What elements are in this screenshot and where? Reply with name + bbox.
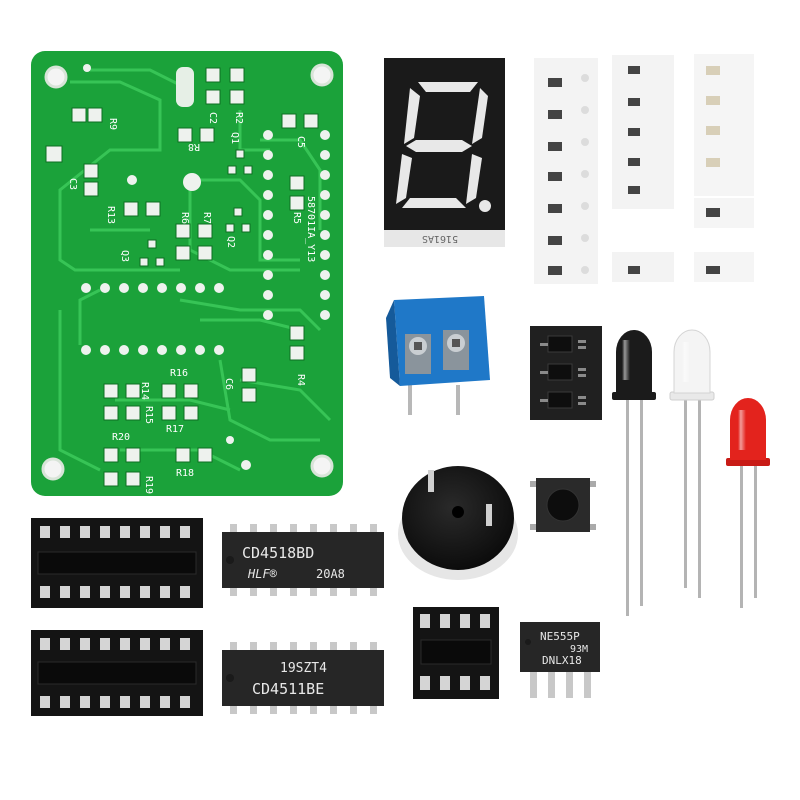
label-r13: R13 [105,206,116,224]
pcb-board: R9 C2 R2 Q1 R8 C5 C3 R13 R6 R7 R5 Q2 Q3 … [31,51,343,496]
smd-tape-strip-1 [534,58,598,284]
chip-cd4511: 19SZT4 CD4511BE [222,642,384,714]
screw-terminal [386,296,490,415]
pcb-slot [176,67,194,107]
chip-cd4518: CD4518BD HLF® 20A8 [222,524,384,596]
ic-socket-16-top [31,518,203,608]
chip-ne555: NE555P 93M DNLX18 [520,622,600,698]
label-r4: R4 [295,374,306,386]
pcb-through-holes [81,64,330,470]
label-r5: R5 [291,212,302,224]
chip-cd4518-code: 20A8 [316,567,345,581]
label-r20: R20 [112,432,130,443]
label-q2: Q2 [225,236,236,248]
buzzer [398,466,518,580]
label-r8: R8 [188,141,200,152]
chip-cd4511-line1: 19SZT4 [280,661,327,676]
smd-tape-strip-3 [694,54,754,282]
ic-socket-16-bottom [31,630,203,716]
label-board-id: 58701IA_Y13 [305,196,316,262]
led-clear [669,329,715,598]
chip-cd4518-brand: HLF® [247,567,278,581]
transistor-tape [530,326,602,420]
display-segments [396,82,491,212]
chip-ne555-line1: NE555P [540,630,580,643]
buzzer-icon [402,466,514,570]
label-r15: R15 [143,406,154,424]
label-c2: C2 [207,112,218,124]
label-r9: R9 [107,118,118,130]
tact-switch-icon [546,488,580,522]
label-c6: C6 [223,378,234,390]
label-r2: R2 [233,112,244,124]
chip-cd4511-line2: CD4511BE [252,680,324,698]
ic-socket-8 [413,607,499,699]
label-r19: R19 [143,476,154,494]
label-r7: R7 [201,212,212,224]
label-r18: R18 [176,468,194,479]
chip-ne555-code: 93M [570,644,588,655]
label-q1: Q1 [229,132,240,144]
label-c3: C3 [67,178,78,190]
chip-ne555-line2: DNLX18 [542,654,582,667]
led-red [726,398,770,608]
label-c5: C5 [295,136,306,148]
label-r17: R17 [166,424,184,435]
display-part-label: 5161AS [422,233,458,244]
screw-terminal-icon [405,330,469,374]
tact-switch [530,478,596,532]
seven-segment-display: 5161AS [384,58,505,247]
pcb-pads [45,67,319,487]
silkscreen: R9 C2 R2 Q1 R8 C5 C3 R13 R6 R7 R5 Q2 Q3 … [67,112,316,494]
label-r14: R14 [139,382,150,400]
led-black [612,330,656,616]
label-q3: Q3 [119,250,130,262]
ic-socket-icon [37,551,197,575]
chip-cd4518-line1: CD4518BD [242,544,314,562]
smd-tape-strip-2 [612,55,674,282]
mounting-holes [41,63,334,481]
label-r6: R6 [179,212,190,224]
label-r16: R16 [170,368,188,379]
